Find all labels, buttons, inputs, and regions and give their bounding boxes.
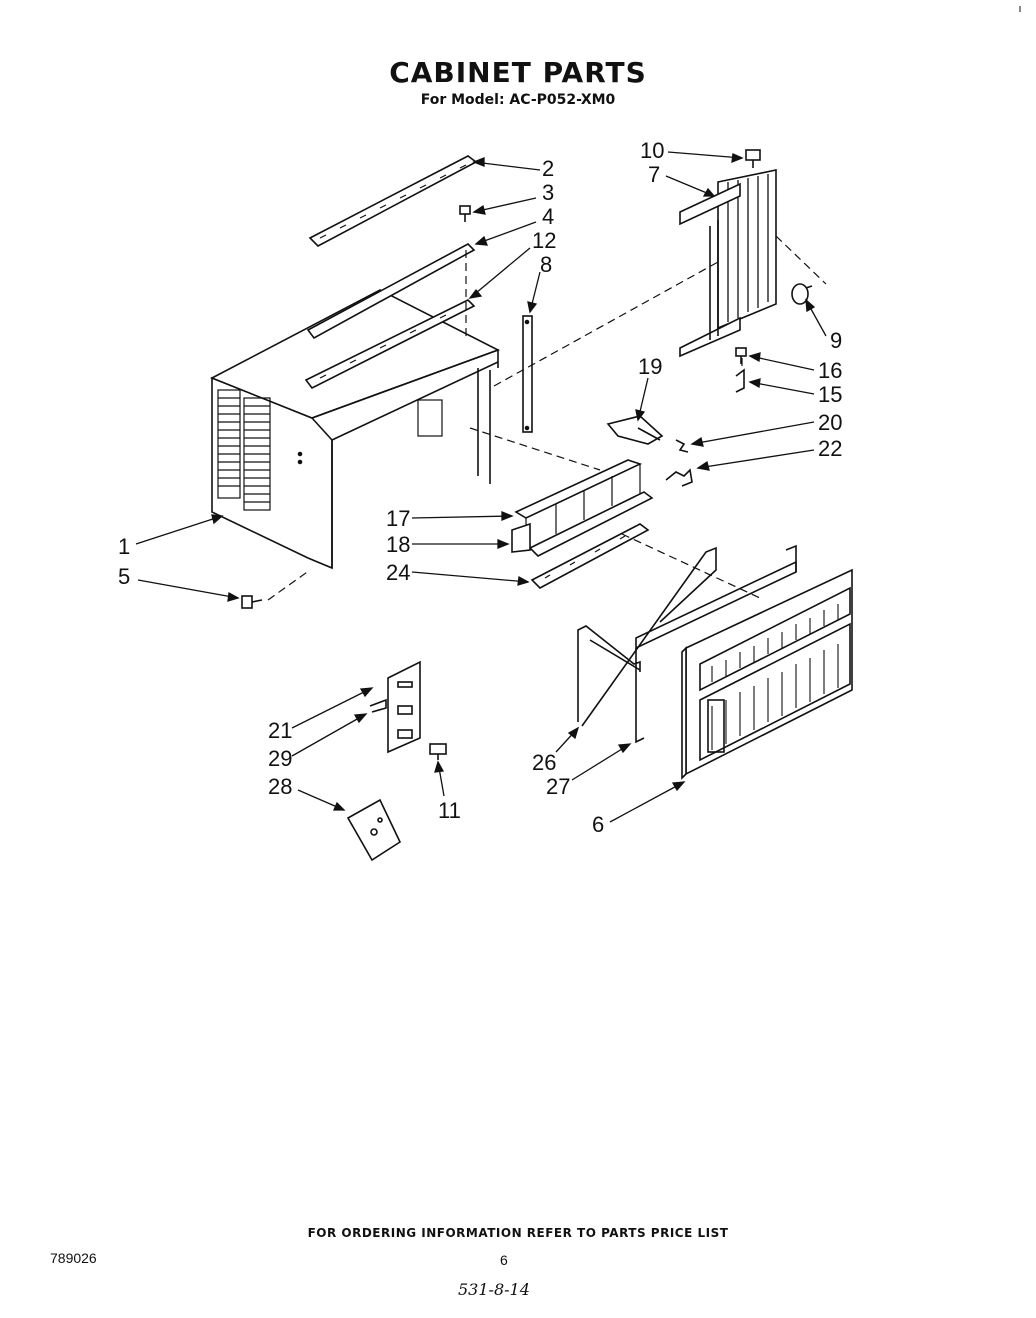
- callout-17: 17: [386, 506, 411, 531]
- callout-18: 18: [386, 532, 411, 557]
- page-number: 6: [500, 1252, 508, 1268]
- callout-7: 7: [648, 162, 661, 187]
- callout-22: 22: [818, 436, 843, 461]
- screw-5: [241, 595, 263, 609]
- callout-24: 24: [386, 560, 411, 585]
- callout-2: 2: [542, 156, 555, 181]
- callout-6: 6: [592, 812, 605, 837]
- callout-9: 9: [830, 328, 843, 353]
- screw-3: [459, 205, 471, 222]
- clip-22: [665, 468, 693, 487]
- callout-27: 27: [546, 774, 571, 799]
- clip-20: [675, 439, 689, 453]
- callout-11: 11: [438, 798, 461, 823]
- callout-20: 20: [818, 410, 843, 435]
- callout-26: 26: [532, 750, 557, 775]
- top-rails: [304, 155, 478, 390]
- document-number: 789026: [50, 1250, 97, 1266]
- callout-5: 5: [118, 564, 131, 589]
- callout-15: 15: [818, 382, 843, 407]
- ordering-info-footer: FOR ORDERING INFORMATION REFER TO PARTS …: [307, 1226, 729, 1240]
- rear-panel-7: [679, 169, 777, 358]
- cabinet-shell: [210, 289, 501, 570]
- callout-28: 28: [268, 774, 293, 799]
- model-subtitle: For Model: AC-P052-XM0: [420, 92, 616, 108]
- handwritten-note: 531-8-14: [458, 1280, 530, 1299]
- callout-29: 29: [268, 746, 293, 771]
- support-frame: [511, 459, 654, 589]
- callout-21: 21: [268, 718, 293, 743]
- knob-9: [791, 283, 813, 305]
- callout-19: 19: [638, 354, 663, 379]
- bracket-8: [522, 315, 533, 433]
- wire-frame-26: [577, 546, 717, 727]
- screw-10: [745, 149, 761, 168]
- bracket-28: [346, 798, 402, 862]
- screw-16: [735, 347, 747, 364]
- callout-3: 3: [542, 180, 555, 205]
- callout-4: 4: [542, 204, 555, 229]
- alignment-lines: [267, 235, 827, 601]
- callout-12: 12: [532, 228, 557, 253]
- callout-16: 16: [818, 358, 843, 383]
- callout-8: 8: [540, 252, 553, 277]
- callout-1: 1: [118, 534, 131, 559]
- front-grille-6: [681, 568, 853, 780]
- bracket-19: [606, 415, 664, 445]
- clip-15: [735, 368, 745, 393]
- page-title: CABINET PARTS: [389, 56, 647, 89]
- filter-frame-27: [635, 544, 797, 744]
- callout-10: 10: [640, 138, 665, 163]
- leader-lines: [135, 151, 827, 823]
- knob-11: [429, 743, 447, 760]
- control-panel: [369, 660, 421, 754]
